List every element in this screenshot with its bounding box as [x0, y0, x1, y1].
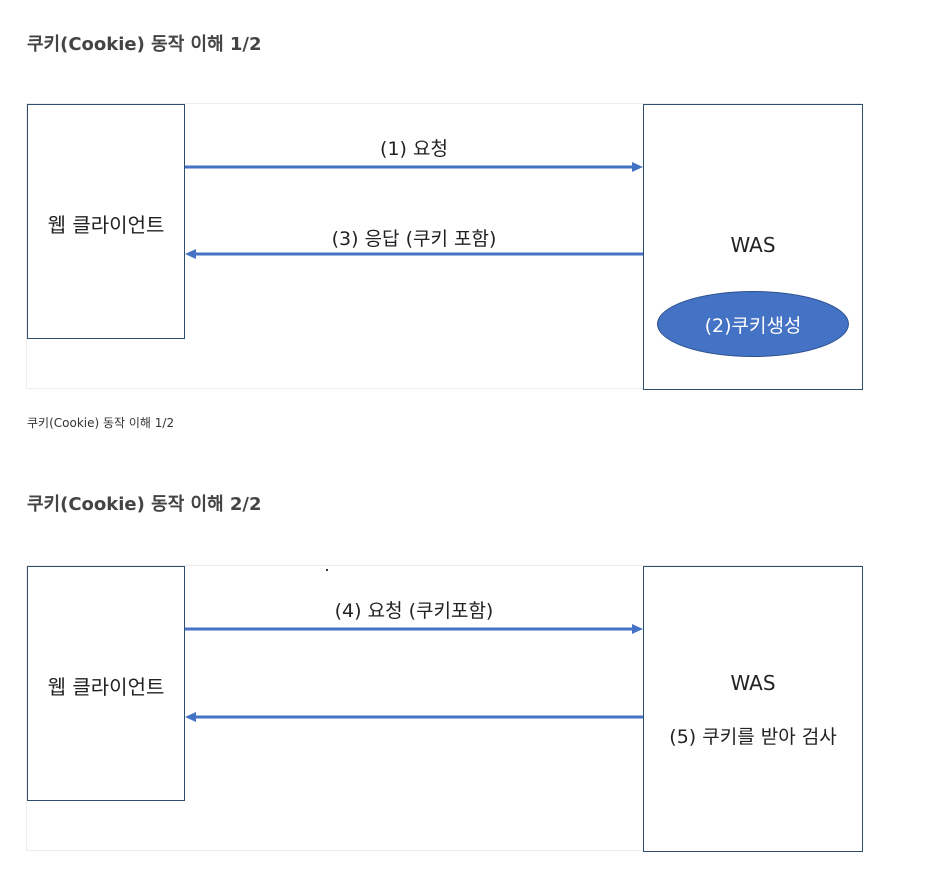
cookie-create-label: (2)쿠키생성: [704, 314, 802, 337]
response-arrow: [185, 712, 643, 722]
request-arrow: [185, 162, 643, 172]
web-client-box: 웹 클라이언트: [27, 566, 185, 801]
response-arrow: [185, 249, 643, 259]
was-server-box: WAS (2)쿠키생성: [643, 104, 863, 390]
section1-heading: 쿠키(Cookie) 동작 이해 1/2: [27, 34, 262, 55]
cookie-create-ellipse: (2)쿠키생성: [657, 291, 849, 357]
request-label: (1) 요청: [380, 138, 448, 160]
was-server-box: WAS (5) 쿠키를 받아 검사: [643, 566, 863, 852]
stray-dot: [326, 569, 328, 571]
section2-heading: 쿠키(Cookie) 동작 이해 2/2: [27, 494, 262, 515]
request-with-cookie-label: (4) 요청 (쿠키포함): [334, 600, 494, 622]
request-arrow: [185, 624, 643, 634]
web-client-box: 웹 클라이언트: [27, 104, 185, 339]
cookie-flow-diagram-2: 웹 클라이언트 (4) 요청 (쿠키포함) WAS (5) 쿠키를 받아 검사: [26, 565, 863, 852]
cookie-check-label: (5) 쿠키를 받아 검사: [669, 726, 837, 748]
cookie-flow-diagram-1: 웹 클라이언트 (1) 요청 (3) 응답 (쿠키 포함) WAS (2)쿠키생…: [26, 103, 863, 390]
response-label: (3) 응답 (쿠키 포함): [331, 228, 497, 250]
web-client-label: 웹 클라이언트: [47, 213, 165, 237]
web-client-label: 웹 클라이언트: [47, 675, 165, 699]
was-label: WAS: [730, 671, 776, 695]
was-label: WAS: [730, 233, 776, 257]
diagram1-caption: 쿠키(Cookie) 동작 이해 1/2: [27, 416, 175, 430]
